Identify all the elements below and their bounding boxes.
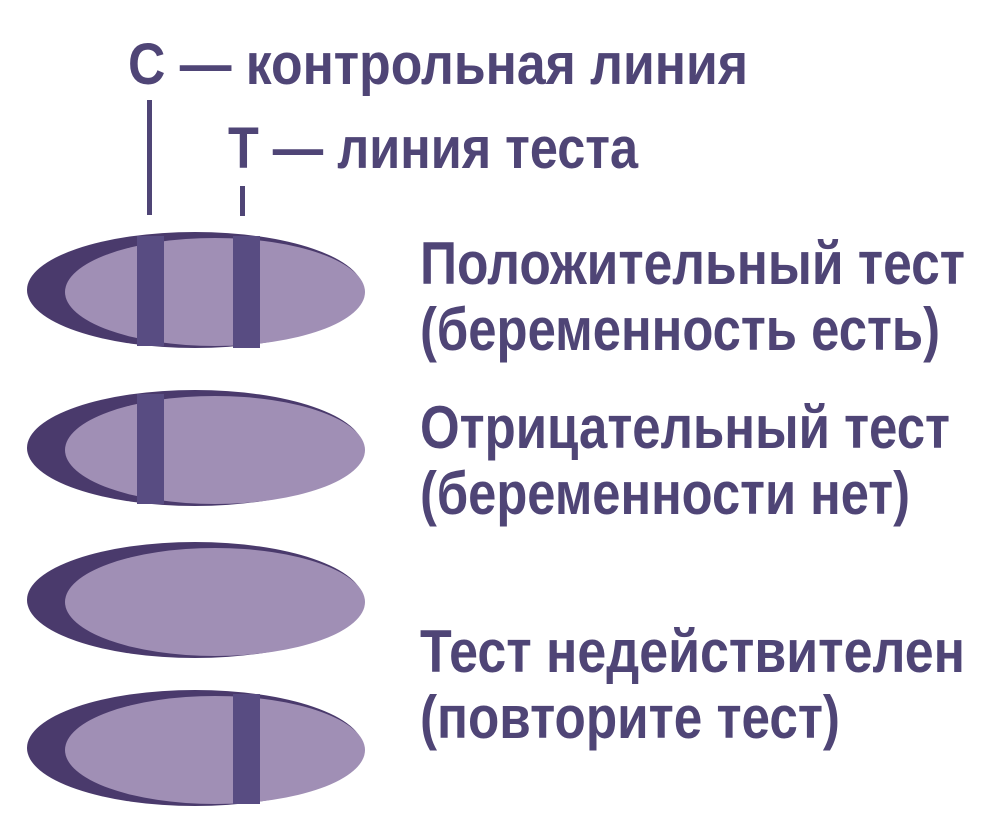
control-line-pointer	[147, 100, 152, 215]
invalid-sublabel: (повторите тест)	[420, 684, 840, 751]
legend-test-line: T — линия теста	[228, 116, 639, 181]
strip-window	[65, 696, 365, 804]
negative-label: Отрицательный тест	[420, 394, 950, 461]
strip-invalid-t-only	[27, 690, 365, 806]
negative-sublabel: (беременности нет)	[420, 460, 910, 527]
control-line-mark	[137, 394, 164, 504]
test-line-pointer	[240, 186, 245, 216]
test-line-mark	[233, 236, 260, 348]
strip-window	[65, 548, 365, 656]
strip-window	[65, 396, 365, 504]
strip-negative	[27, 390, 365, 506]
legend-control-line: C — контрольная линия	[128, 32, 748, 97]
positive-sublabel: (беременность есть)	[420, 296, 940, 363]
invalid-label: Тест недействителен	[420, 618, 965, 685]
strip-positive	[27, 232, 365, 348]
positive-label: Положительный тест	[420, 230, 965, 297]
strip-invalid-empty	[27, 542, 365, 658]
control-line-mark	[137, 236, 164, 346]
strip-window	[65, 238, 365, 346]
test-line-mark	[233, 694, 260, 804]
